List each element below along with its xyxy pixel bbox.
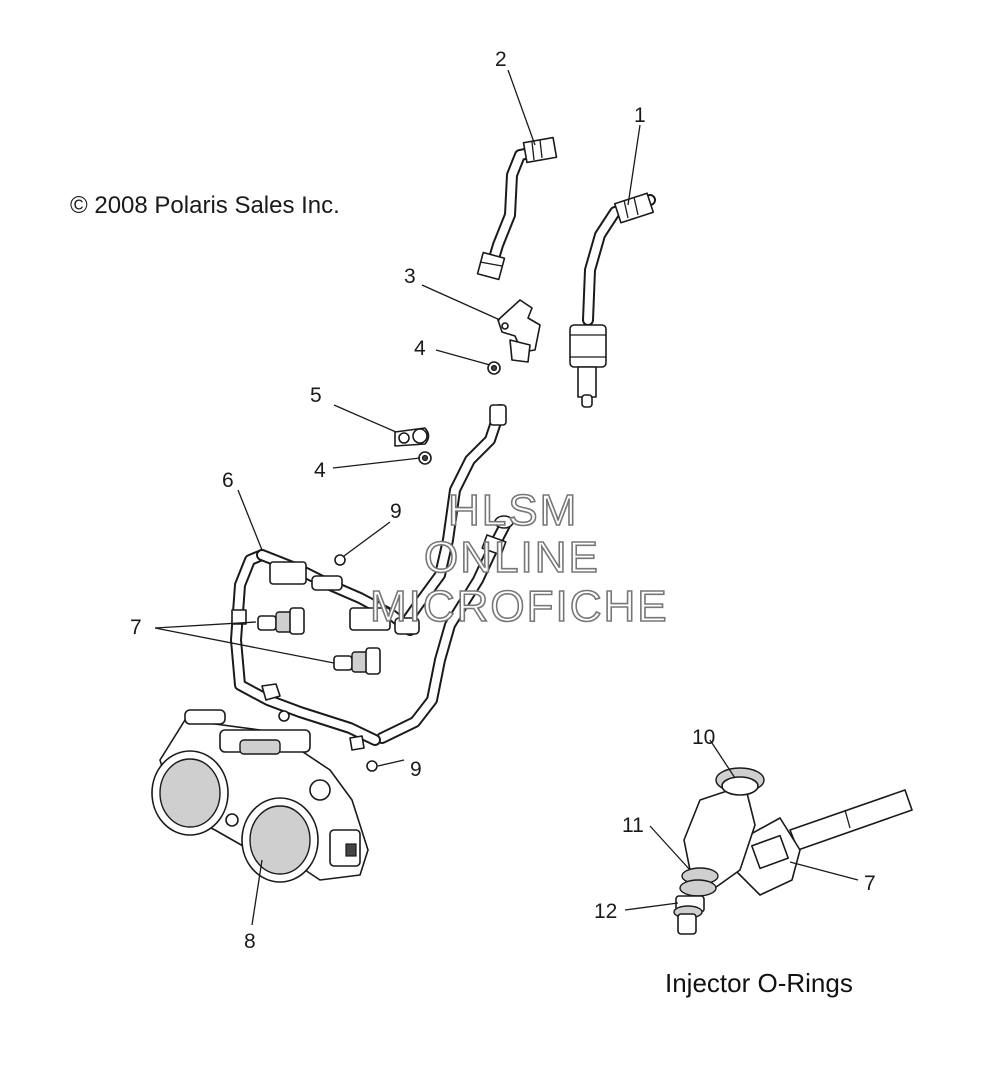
callout-5: 5 <box>310 384 322 407</box>
callout-8: 8 <box>244 930 256 953</box>
callout-2: 2 <box>495 48 507 71</box>
copyright-notice: © 2008 Polaris Sales Inc. <box>70 192 340 219</box>
part-1-fuel-hose-filter <box>569 192 656 408</box>
watermark-line-1: HLSM <box>447 485 579 536</box>
part-5-clamp <box>394 427 430 447</box>
callout-7-main: 7 <box>130 616 142 639</box>
callout-9-upper: 9 <box>390 500 402 523</box>
part-8-throttle-body <box>151 709 369 883</box>
callout-6: 6 <box>222 469 234 492</box>
central-fuel-line <box>376 404 514 744</box>
callout-10: 10 <box>692 726 715 749</box>
callout-9-lower: 9 <box>410 758 422 781</box>
callout-1: 1 <box>634 104 646 127</box>
part-9-screw-lower <box>366 760 378 772</box>
callout-4-upper: 4 <box>414 337 426 360</box>
leader-lines <box>154 69 859 926</box>
part-3-bracket <box>497 299 541 363</box>
callout-3: 3 <box>404 265 416 288</box>
inset-injector-assembly <box>673 767 913 935</box>
part-6-fuel-rail <box>230 549 420 751</box>
watermark-line-3: MICROFICHE <box>369 581 669 632</box>
inset-caption: Injector O-Rings <box>665 968 853 998</box>
small-screw <box>278 710 290 722</box>
part-2-fuel-hose <box>476 136 558 281</box>
part-4-bolt-lower <box>418 451 432 465</box>
part-7-injector-lower <box>333 647 381 675</box>
callout-7-inset: 7 <box>864 872 876 895</box>
part-7-injector-upper <box>257 607 305 635</box>
callout-4-lower: 4 <box>314 459 326 482</box>
watermark-line-2: ONLINE <box>423 532 600 583</box>
part-9-screw-upper <box>334 554 346 566</box>
callout-labels: 2 1 3 4 5 4 6 9 7 9 8 10 11 12 7 <box>130 48 876 953</box>
callout-11: 11 <box>622 814 644 837</box>
callout-12: 12 <box>594 900 617 923</box>
part-4-bolt-upper <box>487 361 501 375</box>
